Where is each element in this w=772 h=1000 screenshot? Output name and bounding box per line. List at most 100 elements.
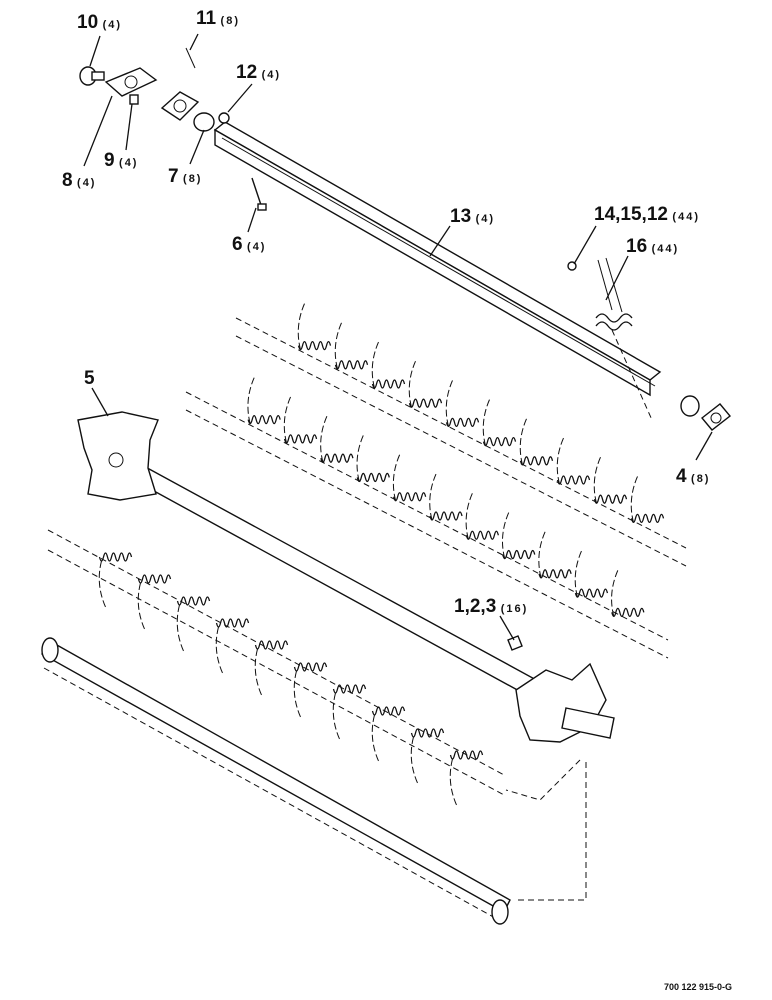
- tine-bar-third: [47, 529, 507, 806]
- spring-tine: [356, 435, 364, 482]
- spring-tine: [254, 648, 262, 696]
- spring-coil: [502, 549, 536, 560]
- callout-9: 9 (4): [104, 150, 138, 171]
- spring-coil: [538, 569, 572, 579]
- spider-plate-5b: [515, 662, 615, 743]
- spring-tine: [556, 437, 564, 485]
- leader-lines: [83, 33, 713, 641]
- spring-tine: [98, 560, 106, 608]
- spring-coil: [611, 607, 645, 618]
- bolt-1: [507, 635, 523, 651]
- callout-1-2-3: 1,2,3 (16): [454, 596, 528, 617]
- spring-coil: [574, 588, 609, 598]
- spring-coil: [393, 492, 427, 502]
- svg-text:13 (4): 13 (4): [450, 206, 495, 227]
- spring-tine: [465, 493, 473, 540]
- spring-coil: [247, 414, 281, 425]
- svg-text:1,2,3 (16): 1,2,3 (16): [454, 596, 528, 617]
- spring-tine: [371, 341, 379, 389]
- svg-text:4 (8): 4 (8): [676, 466, 710, 487]
- svg-text:14,15,12 (44): 14,15,12 (44): [594, 204, 700, 225]
- spring-tine: [538, 531, 546, 578]
- bearing-4: [680, 395, 732, 431]
- svg-text:8 (4): 8 (4): [62, 170, 96, 191]
- spring-coil: [215, 618, 250, 628]
- bolt-6: [251, 177, 267, 211]
- spring-tine: [445, 380, 453, 427]
- spring-coil: [293, 662, 328, 672]
- spring-tine: [392, 454, 401, 501]
- spring-coil: [332, 684, 367, 694]
- spring-coil: [371, 706, 406, 716]
- spring-tine: [519, 418, 527, 465]
- spring-coil: [334, 360, 369, 370]
- spring-tine: [371, 714, 379, 762]
- callout-11: 11 (8): [196, 8, 240, 29]
- spring-coil: [449, 750, 484, 760]
- spring-coil: [465, 530, 499, 540]
- callout-7: 7 (8): [168, 166, 202, 187]
- svg-text:6 (4): 6 (4): [232, 234, 266, 255]
- spring-tine: [297, 303, 305, 350]
- spring-tine: [574, 550, 582, 598]
- svg-text:7 (8): 7 (8): [168, 166, 202, 187]
- spring-tine: [449, 758, 457, 806]
- spring-coil: [297, 340, 332, 351]
- spring-tine: [482, 399, 490, 446]
- bearing-plate-8: [104, 67, 158, 97]
- nut-9: [129, 94, 139, 105]
- spring-tine: [593, 457, 601, 504]
- spring-coil: [283, 434, 318, 444]
- center-tube: [109, 450, 541, 699]
- spring-tine: [630, 476, 638, 523]
- spring-tine: [611, 570, 619, 617]
- callout-13: 13 (4): [450, 206, 495, 227]
- spring-coil: [593, 494, 628, 504]
- svg-text:11 (8): 11 (8): [196, 8, 240, 29]
- spring-coil: [429, 511, 463, 521]
- spring-tine: [293, 670, 301, 718]
- flange-plate-7: [160, 91, 200, 121]
- svg-text:5: 5: [84, 368, 95, 389]
- tine-bar-upper: [235, 303, 687, 567]
- spring-coil: [176, 596, 211, 606]
- callout-8: 8 (4): [62, 170, 96, 191]
- callout-16: 16 (44): [626, 236, 677, 257]
- callout-6: 6 (4): [232, 234, 266, 255]
- svg-text:9 (4): 9 (4): [104, 150, 138, 171]
- spring-tine: [410, 736, 418, 784]
- spring-tine: [332, 692, 340, 740]
- spring-coil: [371, 379, 406, 389]
- spring-coil: [254, 640, 289, 650]
- spring-coil: [519, 456, 554, 466]
- spring-coil: [445, 417, 480, 428]
- spring-tine: [283, 396, 292, 444]
- spring-tine: [247, 377, 255, 424]
- spring-coil: [410, 728, 445, 738]
- spring-tine: [429, 473, 437, 521]
- spring-tine: [501, 512, 510, 559]
- spring-coil: [556, 475, 591, 485]
- callout-14-15-12: 14,15,12 (44): [594, 204, 700, 225]
- spring-coil: [98, 552, 133, 562]
- spring-coil: [482, 436, 517, 447]
- callout-10: 10 (4): [77, 12, 122, 33]
- bearing-7: [193, 112, 215, 132]
- tine-bar-bottom: [41, 637, 511, 925]
- spider-plate-5: [77, 411, 159, 501]
- spring-tine: [320, 415, 328, 463]
- spring-coil: [320, 453, 354, 463]
- spring-tine: [176, 604, 184, 652]
- callout-4: 4 (8): [676, 466, 710, 487]
- spring-tine: [408, 361, 416, 408]
- drawing-part-number: 700 122 915-0-G: [664, 982, 732, 992]
- callout-5: 5: [84, 368, 95, 389]
- spring-coil: [408, 398, 443, 408]
- spring-coil: [630, 513, 665, 524]
- spring-coil: [137, 574, 172, 584]
- spring-16: [595, 257, 633, 331]
- svg-text:10 (4): 10 (4): [77, 12, 122, 33]
- svg-text:12 (4): 12 (4): [236, 62, 281, 83]
- spring-tine: [215, 626, 223, 674]
